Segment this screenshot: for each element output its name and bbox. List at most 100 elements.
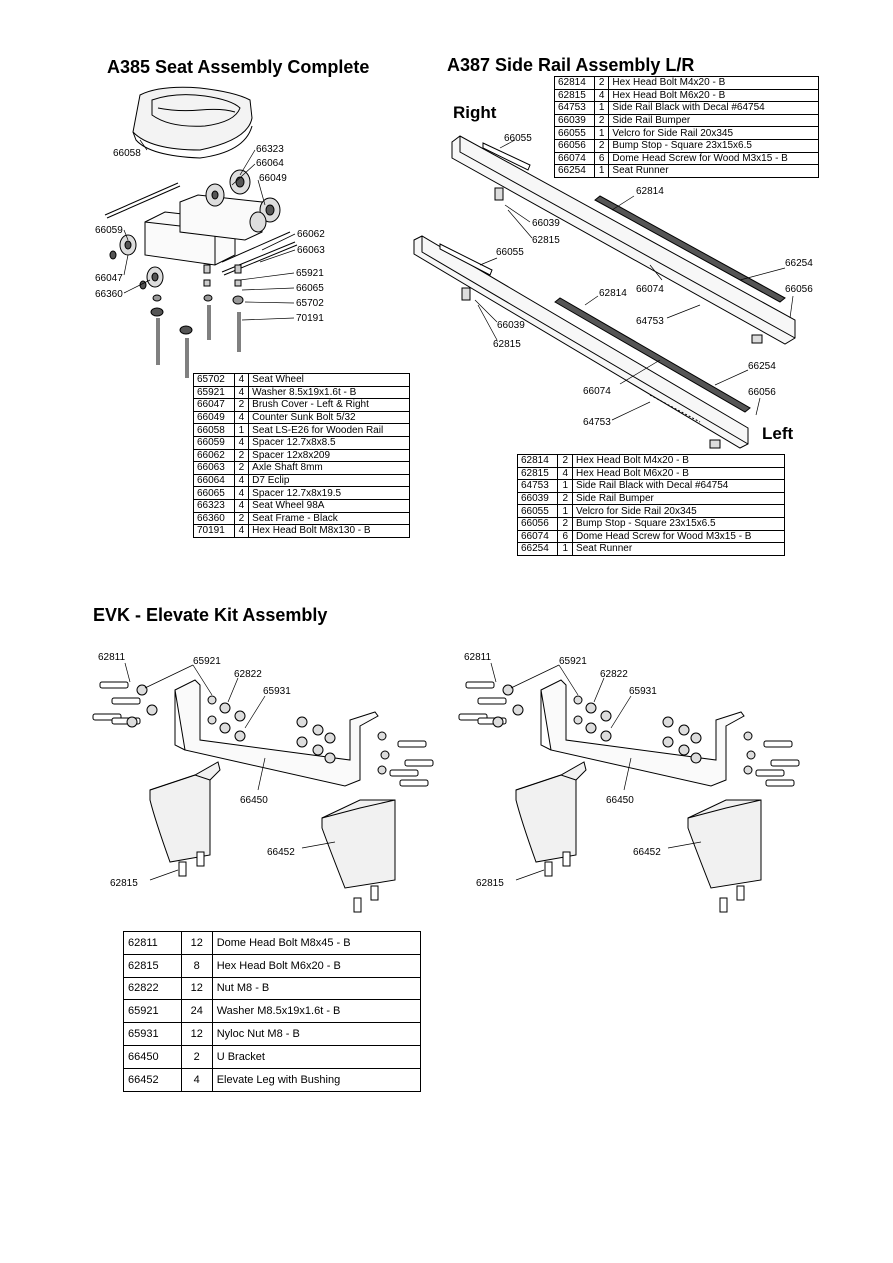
callout: 62822: [600, 669, 628, 680]
part-number-cell: 64753: [554, 101, 595, 115]
part-number-cell: 66059: [193, 435, 235, 450]
callout: 66056: [785, 284, 813, 295]
elevate-kit-title: EVK - Elevate Kit Assembly: [93, 605, 328, 625]
description-cell: Seat Runner: [608, 164, 819, 178]
quantity-cell: 4: [233, 373, 250, 387]
quantity-cell: 4: [233, 410, 250, 425]
part-number-cell: 65921: [123, 999, 182, 1024]
quantity-cell: 2: [593, 138, 610, 153]
callout: 62815: [532, 235, 560, 246]
description-cell: Counter Sunk Bolt 5/32: [248, 410, 410, 425]
callout: 66450: [606, 795, 634, 806]
callout: 66039: [497, 320, 525, 331]
callout: 66074: [636, 284, 664, 295]
part-number-cell: 66047: [193, 398, 235, 412]
callout: 66065: [296, 283, 324, 294]
callout: 66452: [267, 847, 295, 858]
callout: 65921: [559, 656, 587, 667]
part-number-cell: 65931: [123, 1022, 182, 1046]
callout: 66058: [113, 148, 141, 159]
description-cell: Spacer 12.7x8x8.5: [248, 435, 410, 450]
quantity-cell: 2: [593, 76, 610, 90]
callout: 65931: [263, 686, 291, 697]
quantity-cell: 1: [557, 504, 574, 518]
callout: 66062: [297, 229, 325, 240]
quantity-cell: 2: [233, 461, 250, 475]
description-cell: Seat Frame - Black: [248, 511, 410, 526]
description-cell: Hex Head Bolt M6x20 - B: [572, 466, 785, 481]
callout: 62811: [98, 652, 126, 663]
callout: 70191: [296, 313, 324, 324]
part-number-cell: 66056: [554, 138, 595, 153]
description-cell: Seat Runner: [572, 542, 785, 556]
description-cell: Spacer 12x8x209: [248, 448, 410, 463]
right-side-rail-drawing: [451, 135, 796, 345]
part-number-cell: 66450: [123, 1044, 182, 1069]
description-cell: Velcro for Side Rail 20x345: [572, 504, 785, 518]
callout: 66254: [785, 258, 813, 269]
callout: 66039: [532, 218, 560, 229]
quantity-cell: 2: [233, 511, 250, 526]
quantity-cell: 8: [180, 953, 213, 978]
callout: 62815: [476, 878, 504, 889]
quantity-cell: 4: [233, 473, 250, 488]
description-cell: Dome Head Bolt M8x45 - B: [211, 931, 422, 955]
quantity-cell: 2: [557, 491, 574, 506]
part-number-cell: 62815: [123, 953, 182, 978]
description-cell: Side Rail Black with Decal #64754: [608, 101, 819, 115]
part-number-cell: 66049: [193, 410, 235, 425]
description-cell: Washer 8.5x19x1.6t - B: [248, 385, 410, 400]
description-cell: Washer M8.5x19x1.6t - B: [211, 999, 422, 1024]
description-cell: Seat Wheel: [248, 373, 410, 387]
quantity-cell: 4: [233, 524, 250, 538]
quantity-cell: 1: [593, 164, 610, 178]
description-cell: Bump Stop - Square 23x15x6.5: [608, 138, 819, 153]
description-cell: Bump Stop - Square 23x15x6.5: [572, 516, 785, 531]
description-cell: Seat Wheel 98A: [248, 498, 410, 513]
description-cell: Hex Head Bolt M4x20 - B: [608, 76, 819, 90]
callout: 66056: [748, 387, 776, 398]
description-cell: Velcro for Side Rail 20x345: [608, 126, 819, 140]
description-cell: D7 Eclip: [248, 473, 410, 488]
part-number-cell: 65921: [193, 385, 235, 400]
callout: 62811: [464, 652, 492, 663]
callout: 66360: [95, 289, 123, 300]
description-cell: Hex Head Bolt M6x20 - B: [608, 88, 819, 103]
description-cell: Side Rail Bumper: [608, 113, 819, 128]
callout: 66452: [633, 847, 661, 858]
callout: 62815: [493, 339, 521, 350]
part-number-cell: 66056: [516, 516, 559, 531]
callout: 64753: [583, 417, 611, 428]
callout: 66055: [504, 133, 532, 144]
description-cell: Elevate Leg with Bushing: [211, 1067, 422, 1092]
quantity-cell: 12: [180, 931, 213, 955]
evk-right-drawing: [458, 662, 800, 913]
callout: 62822: [234, 669, 262, 680]
quantity-cell: 1: [233, 423, 250, 437]
part-number-cell: 66055: [554, 126, 595, 140]
quantity-cell: 1: [593, 126, 610, 140]
description-cell: Nut M8 - B: [211, 976, 422, 1001]
part-number-cell: 62814: [554, 76, 595, 90]
callout: 62815: [110, 878, 138, 889]
callout: 66063: [297, 245, 325, 256]
part-number-cell: 66058: [193, 423, 235, 437]
